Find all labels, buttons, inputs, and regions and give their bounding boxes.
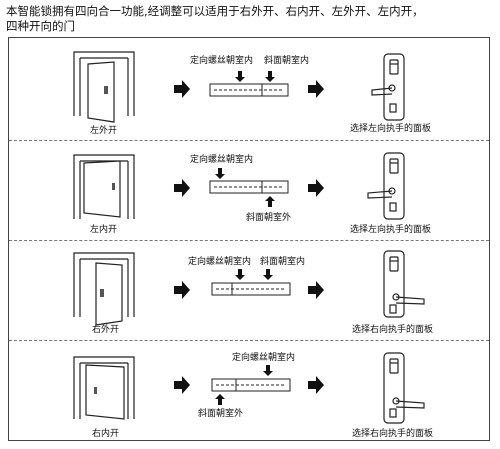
row-3-drawing — [73, 250, 425, 326]
latch-icon — [209, 83, 289, 97]
arrow-right-icon — [174, 80, 190, 98]
screw-label: 定向螺丝朝室内 — [232, 353, 296, 363]
arrow-down-icon — [263, 269, 273, 280]
row-divider — [9, 340, 489, 341]
arrow-right-icon — [174, 376, 190, 394]
screw-label: 定向螺丝朝室内 — [190, 56, 254, 66]
door-icon — [73, 51, 135, 123]
bevel-label: 斜面朝室外 — [246, 213, 292, 223]
handle-label: 选择右向执手的面板 — [352, 429, 434, 439]
arrow-right-icon — [174, 281, 190, 299]
intro-text: 本智能锁拥有四向合一功能,经调整可以适用于右外开、右内开、左外开、左内开， 四种… — [6, 4, 494, 34]
arrow-right-icon — [308, 376, 324, 394]
row-4-drawing — [73, 352, 425, 424]
row-1-drawing — [73, 51, 405, 123]
door-label: 右内开 — [92, 429, 120, 439]
door-label: 右外开 — [92, 325, 120, 335]
handle-panel-icon — [383, 250, 425, 318]
screw-label: 定向螺丝朝室内 — [190, 155, 254, 165]
arrow-up-icon — [265, 196, 275, 207]
arrow-right-icon — [308, 179, 324, 197]
intro-line-2: 四种开向的门 — [6, 19, 75, 33]
row-right-outward: 右外开 定向螺丝朝室内 斜面朝室内 选择右向执手的面板 — [0, 245, 500, 341]
handle-label: 选择右向执手的面板 — [352, 325, 434, 335]
screw-label: 定向螺丝朝室内 — [188, 257, 252, 267]
arrow-down-icon — [235, 269, 245, 280]
handle-label: 选择左向执手的面板 — [350, 225, 432, 235]
door-label: 左外开 — [90, 126, 118, 136]
row-left-inward: 左内开 定向螺丝朝室内 斜面朝室外 选择左向执手的面板 — [0, 145, 500, 241]
latch-icon — [211, 378, 291, 392]
bevel-label: 斜面朝室外 — [198, 409, 244, 419]
door-icon — [73, 356, 135, 420]
latch-icon — [211, 282, 291, 296]
handle-panel-icon — [383, 352, 425, 424]
door-icon — [73, 252, 135, 326]
intro-line-1: 本智能锁拥有四向合一功能,经调整可以适用于右外开、右内开、左外开、左内开， — [6, 4, 424, 18]
row-divider — [9, 240, 489, 241]
latch-icon — [209, 180, 289, 194]
door-label: 左内开 — [90, 225, 118, 235]
arrow-down-icon — [215, 168, 225, 179]
arrow-right-icon — [308, 80, 324, 98]
row-right-inward: 右内开 定向螺丝朝室内 斜面朝室外 选择右向执手的面板 — [0, 345, 500, 441]
arrow-down-icon — [235, 71, 245, 82]
door-icon — [73, 154, 135, 219]
arrow-up-icon — [215, 394, 225, 405]
row-left-outward: 左外开 定向螺丝朝室内 斜面朝室内 选择左向执手的面板 — [0, 42, 500, 138]
arrow-right-icon — [308, 281, 324, 299]
diagram-frame — [8, 37, 490, 441]
row-2-drawing — [73, 152, 405, 220]
row-divider — [9, 140, 489, 141]
handle-panel-icon — [371, 53, 405, 121]
arrow-down-icon — [265, 71, 275, 82]
handle-label: 选择左向执手的面板 — [350, 124, 432, 134]
bevel-label: 斜面朝室内 — [260, 257, 306, 267]
bevel-label: 斜面朝室内 — [264, 56, 310, 66]
arrow-down-icon — [263, 365, 273, 376]
arrow-right-icon — [174, 179, 190, 197]
handle-panel-icon — [367, 152, 405, 220]
